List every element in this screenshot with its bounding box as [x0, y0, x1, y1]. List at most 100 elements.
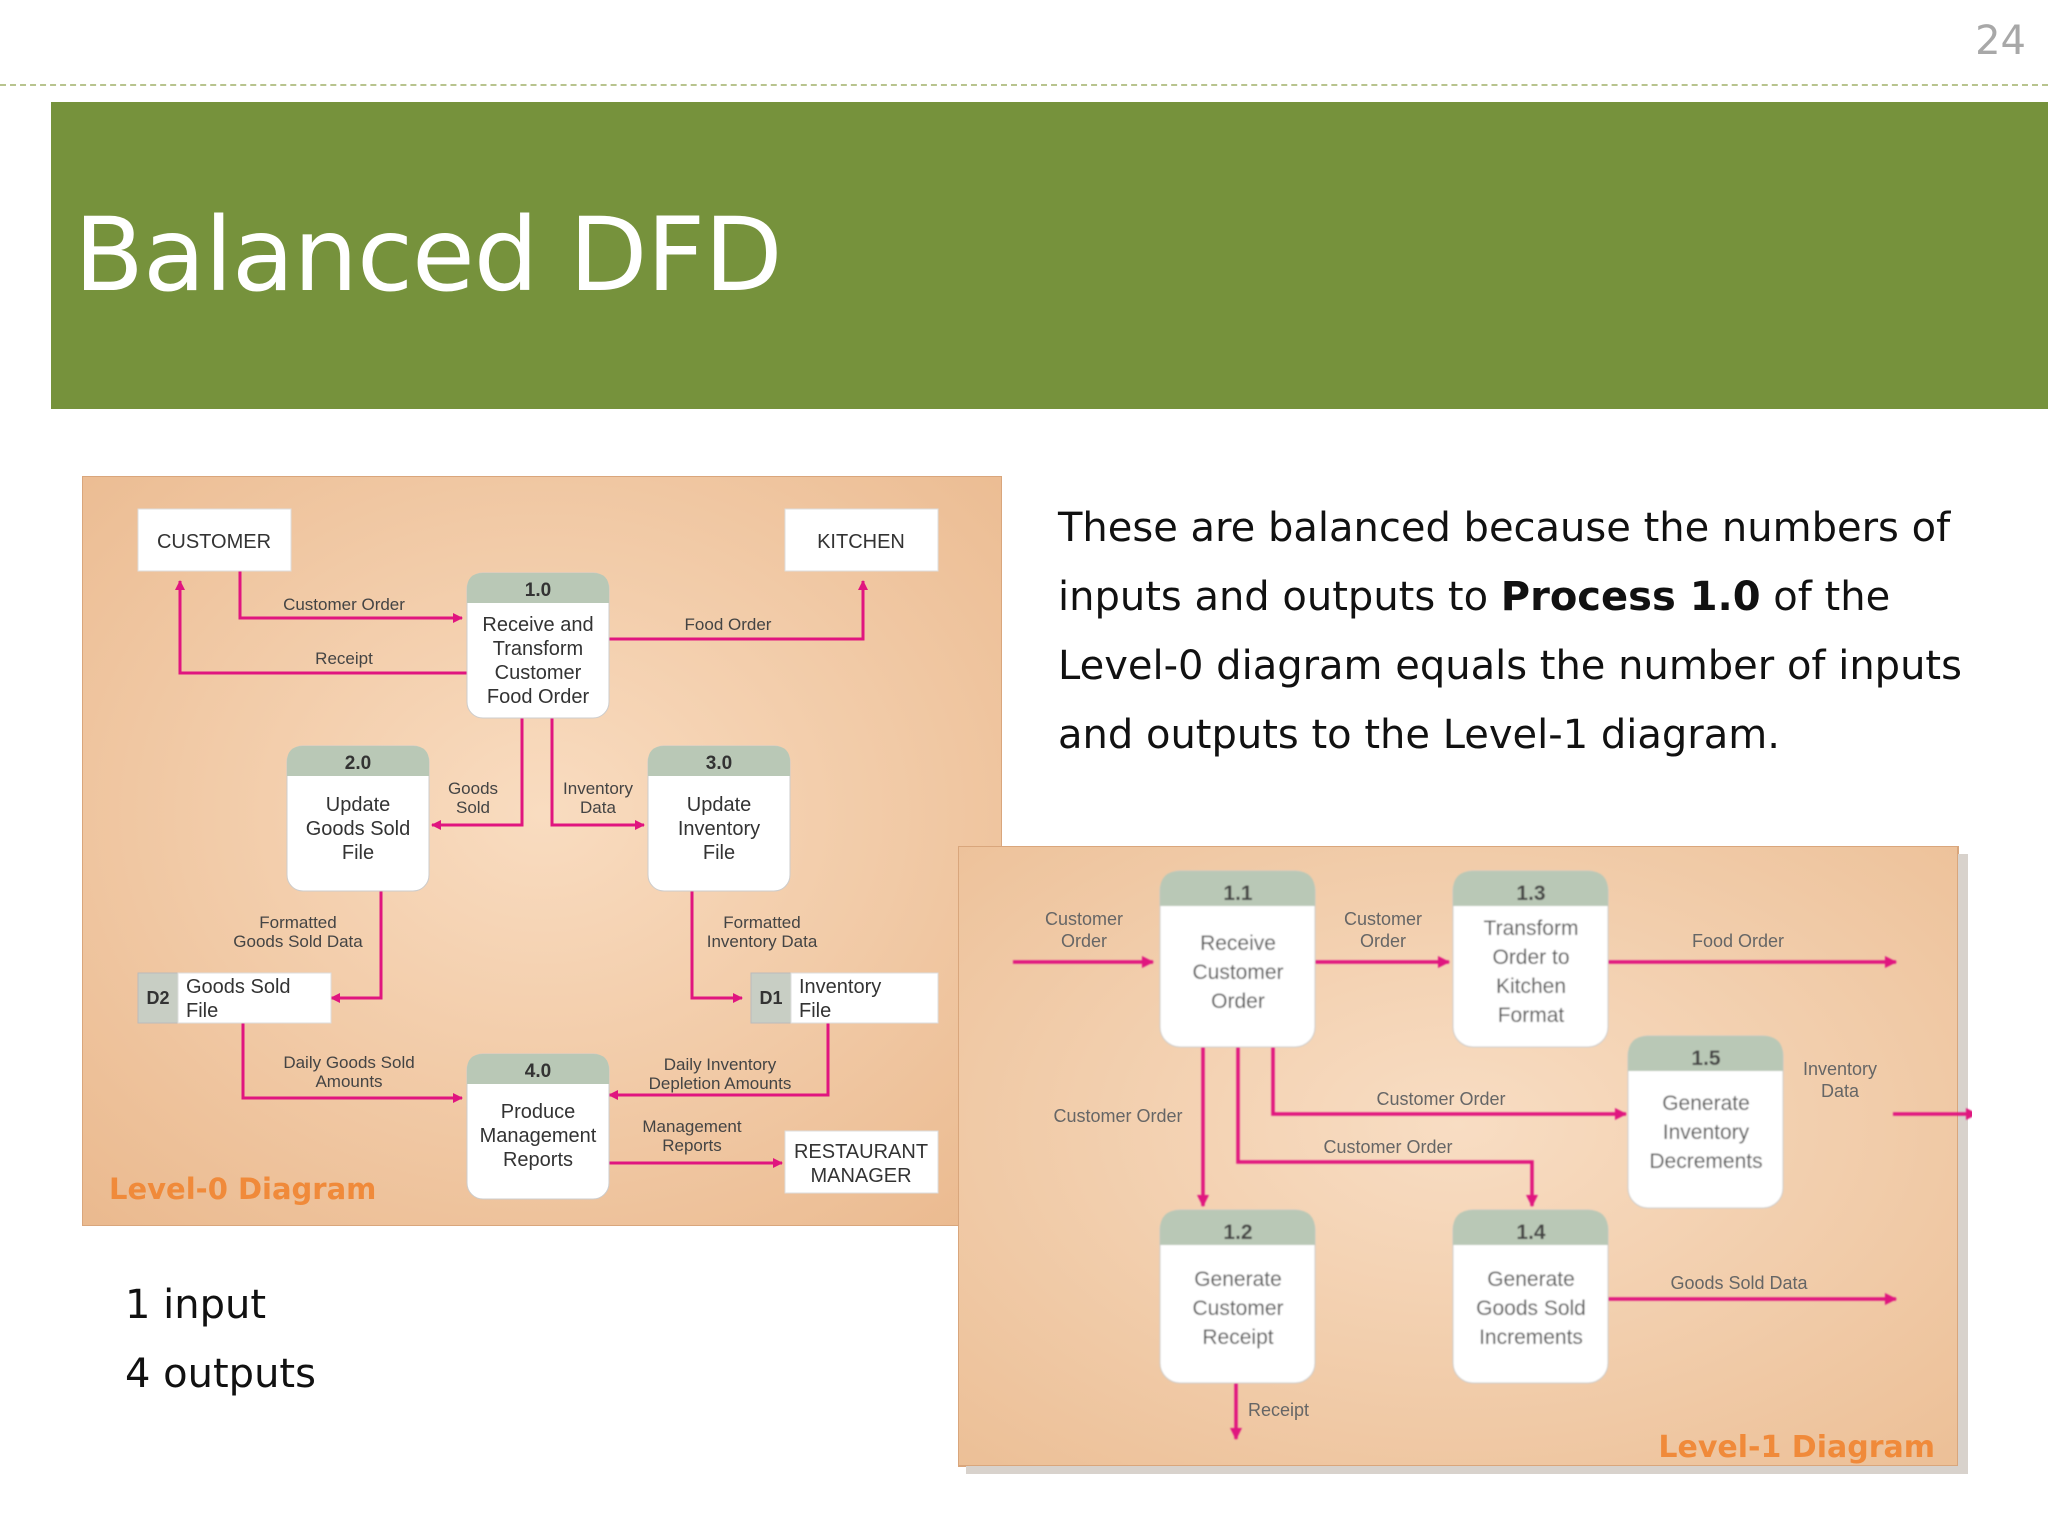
svg-text:3.0: 3.0	[706, 753, 732, 774]
svg-text:1.0: 1.0	[525, 580, 551, 601]
process-3-0: 3.0 Update Inventory File	[647, 745, 791, 892]
label-daily-inventory: Daily Inventory Depletion Amounts	[649, 1055, 792, 1093]
svg-text:Format: Format	[1498, 1004, 1565, 1027]
svg-text:Formatted: Formatted	[723, 913, 800, 932]
svg-text:Customer: Customer	[1344, 909, 1422, 929]
svg-text:1.4: 1.4	[1516, 1221, 1546, 1244]
svg-text:Generate: Generate	[1662, 1092, 1750, 1115]
explanation-part-1: These are balanced because the numbers o…	[1058, 505, 1951, 620]
flow-daily-goods-line	[241, 1023, 463, 1103]
svg-text:Inventory: Inventory	[1803, 1059, 1877, 1079]
svg-text:D1: D1	[759, 988, 782, 1008]
label-inventory-data: Inventory Data	[1803, 1059, 1877, 1101]
svg-text:Generate: Generate	[1487, 1268, 1575, 1291]
svg-text:Inventory: Inventory	[678, 818, 760, 840]
svg-text:Order to: Order to	[1492, 946, 1569, 969]
flow-receipt-line	[175, 580, 467, 675]
svg-text:Goods Sold: Goods Sold	[186, 976, 291, 998]
entity-customer: CUSTOMER	[137, 508, 292, 572]
level-0-flow-lines	[175, 571, 868, 1168]
svg-text:Food Order: Food Order	[487, 686, 590, 708]
svg-text:Order: Order	[1360, 931, 1406, 951]
svg-text:Formatted: Formatted	[259, 913, 336, 932]
label-management-reports: Management Reports	[642, 1117, 742, 1155]
svg-text:Reports: Reports	[662, 1136, 722, 1155]
process-1-1: 1.1 Receive Customer Order	[1159, 870, 1316, 1048]
svg-text:Receive: Receive	[1200, 932, 1276, 955]
svg-text:Customer: Customer	[1192, 1297, 1283, 1320]
svg-text:Customer: Customer	[1045, 909, 1123, 929]
svg-text:2.0: 2.0	[345, 753, 371, 774]
flow-customer-order-15-line	[1271, 1047, 1627, 1120]
explanation-part-2: of the Level-0 diagram equals the number…	[1058, 574, 1962, 758]
svg-text:Update: Update	[687, 794, 752, 816]
slide-number: 24	[1975, 18, 2026, 64]
svg-text:Sold: Sold	[456, 798, 490, 817]
svg-text:Daily Goods Sold: Daily Goods Sold	[283, 1053, 414, 1072]
flow-formatted-goods-line	[330, 891, 383, 1003]
svg-text:1.1: 1.1	[1223, 882, 1253, 905]
label-customer-order-15: Customer Order	[1376, 1089, 1505, 1109]
flow-inventory-data-line	[550, 718, 645, 830]
label-customer-order: Customer Order	[283, 595, 405, 614]
svg-text:MANAGER: MANAGER	[810, 1165, 911, 1187]
process-1-2: 1.2 Generate Customer Receipt	[1159, 1209, 1316, 1384]
label-food-order: Food Order	[1692, 931, 1784, 951]
flow-food-order-line	[609, 580, 868, 641]
svg-text:Transform: Transform	[1484, 917, 1579, 940]
svg-text:Daily Inventory: Daily Inventory	[664, 1055, 777, 1074]
flow-goods-sold-line	[431, 718, 524, 830]
svg-text:RESTAURANT: RESTAURANT	[794, 1141, 928, 1163]
process-1-5: 1.5 Generate Inventory Decrements	[1627, 1035, 1784, 1209]
svg-text:Kitchen: Kitchen	[1496, 975, 1566, 998]
svg-text:Order: Order	[1061, 931, 1107, 951]
output-count: 4 outputs	[125, 1351, 316, 1397]
process-2-0: 2.0 Update Goods Sold File	[286, 745, 430, 892]
svg-text:Amounts: Amounts	[315, 1072, 382, 1091]
svg-text:Customer: Customer	[1192, 961, 1283, 984]
explanation-bold-process: Process 1.0	[1500, 574, 1761, 620]
svg-text:Inventory: Inventory	[563, 779, 633, 798]
flow-formatted-inventory-line	[690, 891, 743, 1003]
svg-text:1.3: 1.3	[1516, 882, 1545, 905]
flow-customer-order-14-line	[1236, 1047, 1538, 1207]
store-d2-goods-sold-file: D2 Goods Sold File	[137, 972, 332, 1024]
svg-text:Goods Sold: Goods Sold	[306, 818, 411, 840]
label-food-order: Food Order	[685, 615, 772, 634]
label-receipt: Receipt	[315, 649, 373, 668]
entity-kitchen: KITCHEN	[784, 508, 939, 572]
svg-text:Goods Sold Data: Goods Sold Data	[233, 932, 363, 951]
svg-text:Inventory Data: Inventory Data	[707, 932, 818, 951]
label-goods-sold-data: Goods Sold Data	[1670, 1273, 1808, 1293]
svg-text:Order: Order	[1211, 990, 1265, 1013]
svg-text:Goods: Goods	[448, 779, 498, 798]
svg-text:File: File	[342, 842, 374, 864]
svg-text:Update: Update	[326, 794, 391, 816]
process-4-0: 4.0 Produce Management Reports	[466, 1053, 610, 1200]
svg-text:Customer: Customer	[495, 662, 582, 684]
svg-text:1.5: 1.5	[1691, 1047, 1721, 1070]
label-receipt: Receipt	[1248, 1400, 1309, 1420]
svg-text:Data: Data	[1821, 1081, 1860, 1101]
slide-title: Balanced DFD	[74, 196, 783, 315]
svg-text:4.0: 4.0	[525, 1061, 551, 1082]
svg-text:Management: Management	[642, 1117, 742, 1136]
process-1-0: 1.0 Receive and Transform Customer Food …	[466, 572, 610, 719]
explanation-text: These are balanced because the numbers o…	[1058, 494, 2018, 770]
svg-text:Generate: Generate	[1194, 1268, 1282, 1291]
svg-text:Data: Data	[580, 798, 616, 817]
level-1-shadow-bottom	[966, 1466, 1968, 1474]
svg-text:Goods Sold: Goods Sold	[1476, 1297, 1586, 1320]
svg-text:D2: D2	[146, 988, 169, 1008]
label-formatted-goods: Formatted Goods Sold Data	[233, 913, 363, 951]
label-formatted-inventory: Formatted Inventory Data	[707, 913, 818, 951]
svg-text:Receive and: Receive and	[482, 614, 593, 636]
flow-daily-inventory-line	[608, 1023, 830, 1100]
level-1-diagram: 1.1 Receive Customer Order 1.3 Transform…	[958, 846, 1972, 1476]
svg-text:CUSTOMER: CUSTOMER	[157, 531, 271, 553]
svg-text:KITCHEN: KITCHEN	[817, 531, 905, 553]
svg-text:File: File	[703, 842, 735, 864]
flow-customer-order-line	[238, 571, 463, 623]
process-1-3: 1.3 Transform Order to Kitchen Format	[1452, 870, 1609, 1048]
label-daily-goods: Daily Goods Sold Amounts	[283, 1053, 414, 1091]
